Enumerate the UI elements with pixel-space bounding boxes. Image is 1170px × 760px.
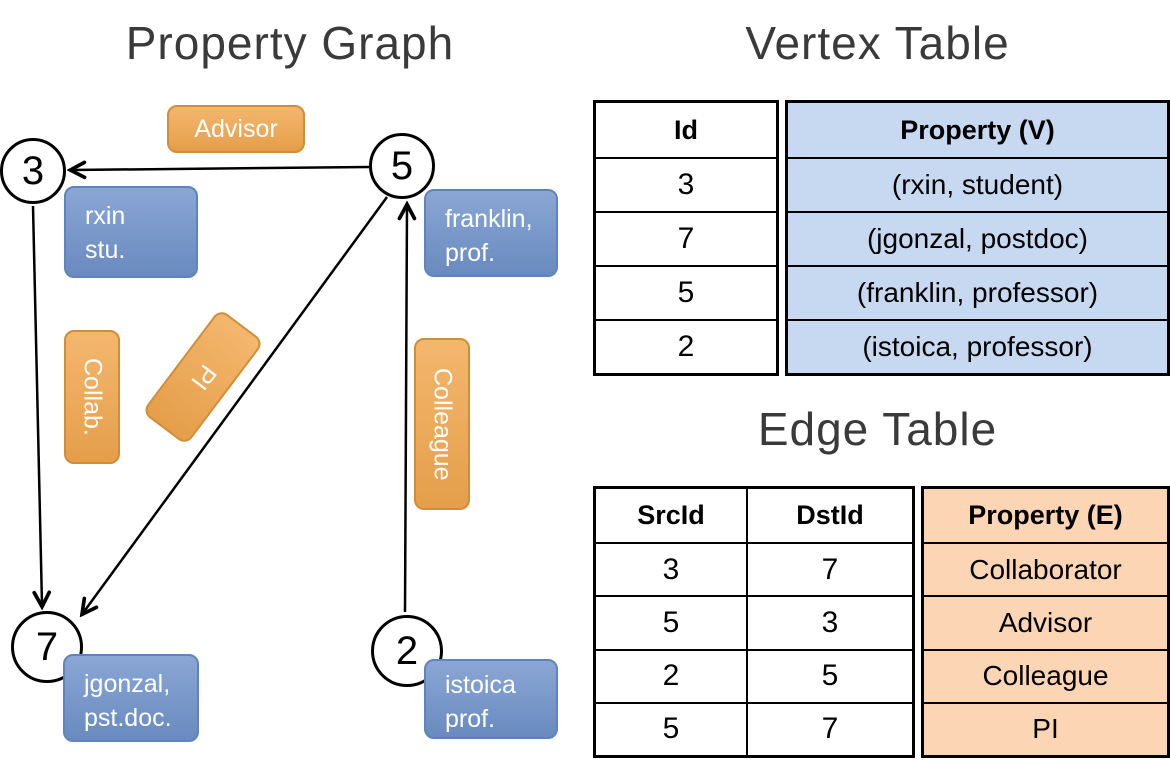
edge-arrow-advisor-5-to-3 xyxy=(72,167,370,170)
graph-node-3: 3 xyxy=(0,138,66,204)
vertex-property-box-franklin: franklin, prof. xyxy=(424,189,558,277)
vertex-table-property-cell: (rxin, student) xyxy=(788,157,1167,211)
edge-table-src-cell: 5 xyxy=(596,595,748,649)
edge-table-property-cell: Collaborator xyxy=(924,542,1167,596)
edge-label-collab: Collab. xyxy=(64,330,120,464)
vertex-property-line: pst.doc. xyxy=(84,703,172,732)
edge-table-dst-cell: 7 xyxy=(748,542,912,595)
edge-arrow-pi-5-to-7 xyxy=(83,196,389,613)
edge-table-header-property: Property (E) xyxy=(924,489,1167,543)
vertex-property-box-istoica: istoica prof. xyxy=(424,659,558,739)
vertex-table-title: Vertex Table xyxy=(745,17,1010,69)
node-id: 3 xyxy=(21,148,45,193)
edge-table-dst-cell: 5 xyxy=(748,648,912,702)
node-id: 7 xyxy=(35,624,59,669)
graph-node-5: 5 xyxy=(369,133,435,199)
vertex-table-id-cell: 5 xyxy=(596,265,776,319)
edge-table-property-column: Property (E) Collaborator Advisor Collea… xyxy=(921,486,1170,758)
graph-node-2: 2 xyxy=(371,615,443,687)
vertex-table-id-column: Id 3 7 5 2 xyxy=(593,100,779,376)
vertex-property-box-jgonzal: jgonzal, pst.doc. xyxy=(63,654,199,742)
edge-table-dst-cell: 7 xyxy=(748,701,912,755)
vertex-property-line: prof. xyxy=(445,704,496,733)
edge-table-src-cell: 2 xyxy=(596,648,748,702)
vertex-property-line: stu. xyxy=(85,235,126,264)
edge-table-header-srcid: SrcId xyxy=(596,489,748,543)
vertex-table-id-cell: 3 xyxy=(596,157,776,211)
vertex-property-box-rxin: rxin stu. xyxy=(64,186,198,278)
edge-arrow-collab-3-to-7 xyxy=(31,205,42,605)
vertex-table-header-id: Id xyxy=(674,114,698,145)
edge-label-text: PI xyxy=(185,359,222,396)
edge-table-property-cell: Advisor xyxy=(924,595,1167,649)
node-id: 5 xyxy=(390,143,414,188)
edge-table-title: Edge Table xyxy=(757,403,998,455)
edge-table-src-dst-columns: SrcId DstId 3 7 5 3 2 5 5 7 xyxy=(593,486,915,758)
edge-table-property-cell: Colleague xyxy=(924,648,1167,702)
edge-label-text: Advisor xyxy=(194,114,278,143)
vertex-table-property-column: Property (V) (rxin, student) (jgonzal, p… xyxy=(785,100,1170,376)
edge-arrow-colleague-2-to-5 xyxy=(405,206,407,613)
vertex-property-line: istoica xyxy=(445,671,516,699)
graph-edges-layer xyxy=(31,0,585,760)
node-id: 2 xyxy=(395,628,419,673)
edge-table-dst-cell: 3 xyxy=(748,595,912,648)
edge-table-src-cell: 5 xyxy=(596,701,748,755)
edge-table-header-dstid: DstId xyxy=(796,500,864,531)
edge-table-property-cell: PI xyxy=(924,701,1167,755)
edge-label-colleague: Colleague xyxy=(414,338,470,510)
vertex-property-line: rxin xyxy=(85,202,126,230)
vertex-table-id-cell: 7 xyxy=(596,211,776,265)
vertex-property-line: jgonzal, xyxy=(84,670,171,698)
vertex-property-line: franklin, xyxy=(445,205,533,233)
vertex-table-property-cell: (istoica, professor) xyxy=(788,319,1167,373)
edge-label-text: Colleague xyxy=(428,367,457,481)
edge-table-src-cell: 3 xyxy=(596,542,748,596)
vertex-table-header-property: Property (V) xyxy=(788,103,1167,157)
edge-label-text: Collab. xyxy=(78,358,107,436)
edge-label-advisor: Advisor xyxy=(167,105,305,153)
vertex-table-property-cell: (jgonzal, postdoc) xyxy=(788,211,1167,265)
vertex-table-id-cell: 2 xyxy=(596,319,776,373)
vertex-table-property-cell: (franklin, professor) xyxy=(788,265,1167,319)
vertex-property-line: prof. xyxy=(445,238,496,267)
property-graph-title: Property Graph xyxy=(125,17,455,69)
